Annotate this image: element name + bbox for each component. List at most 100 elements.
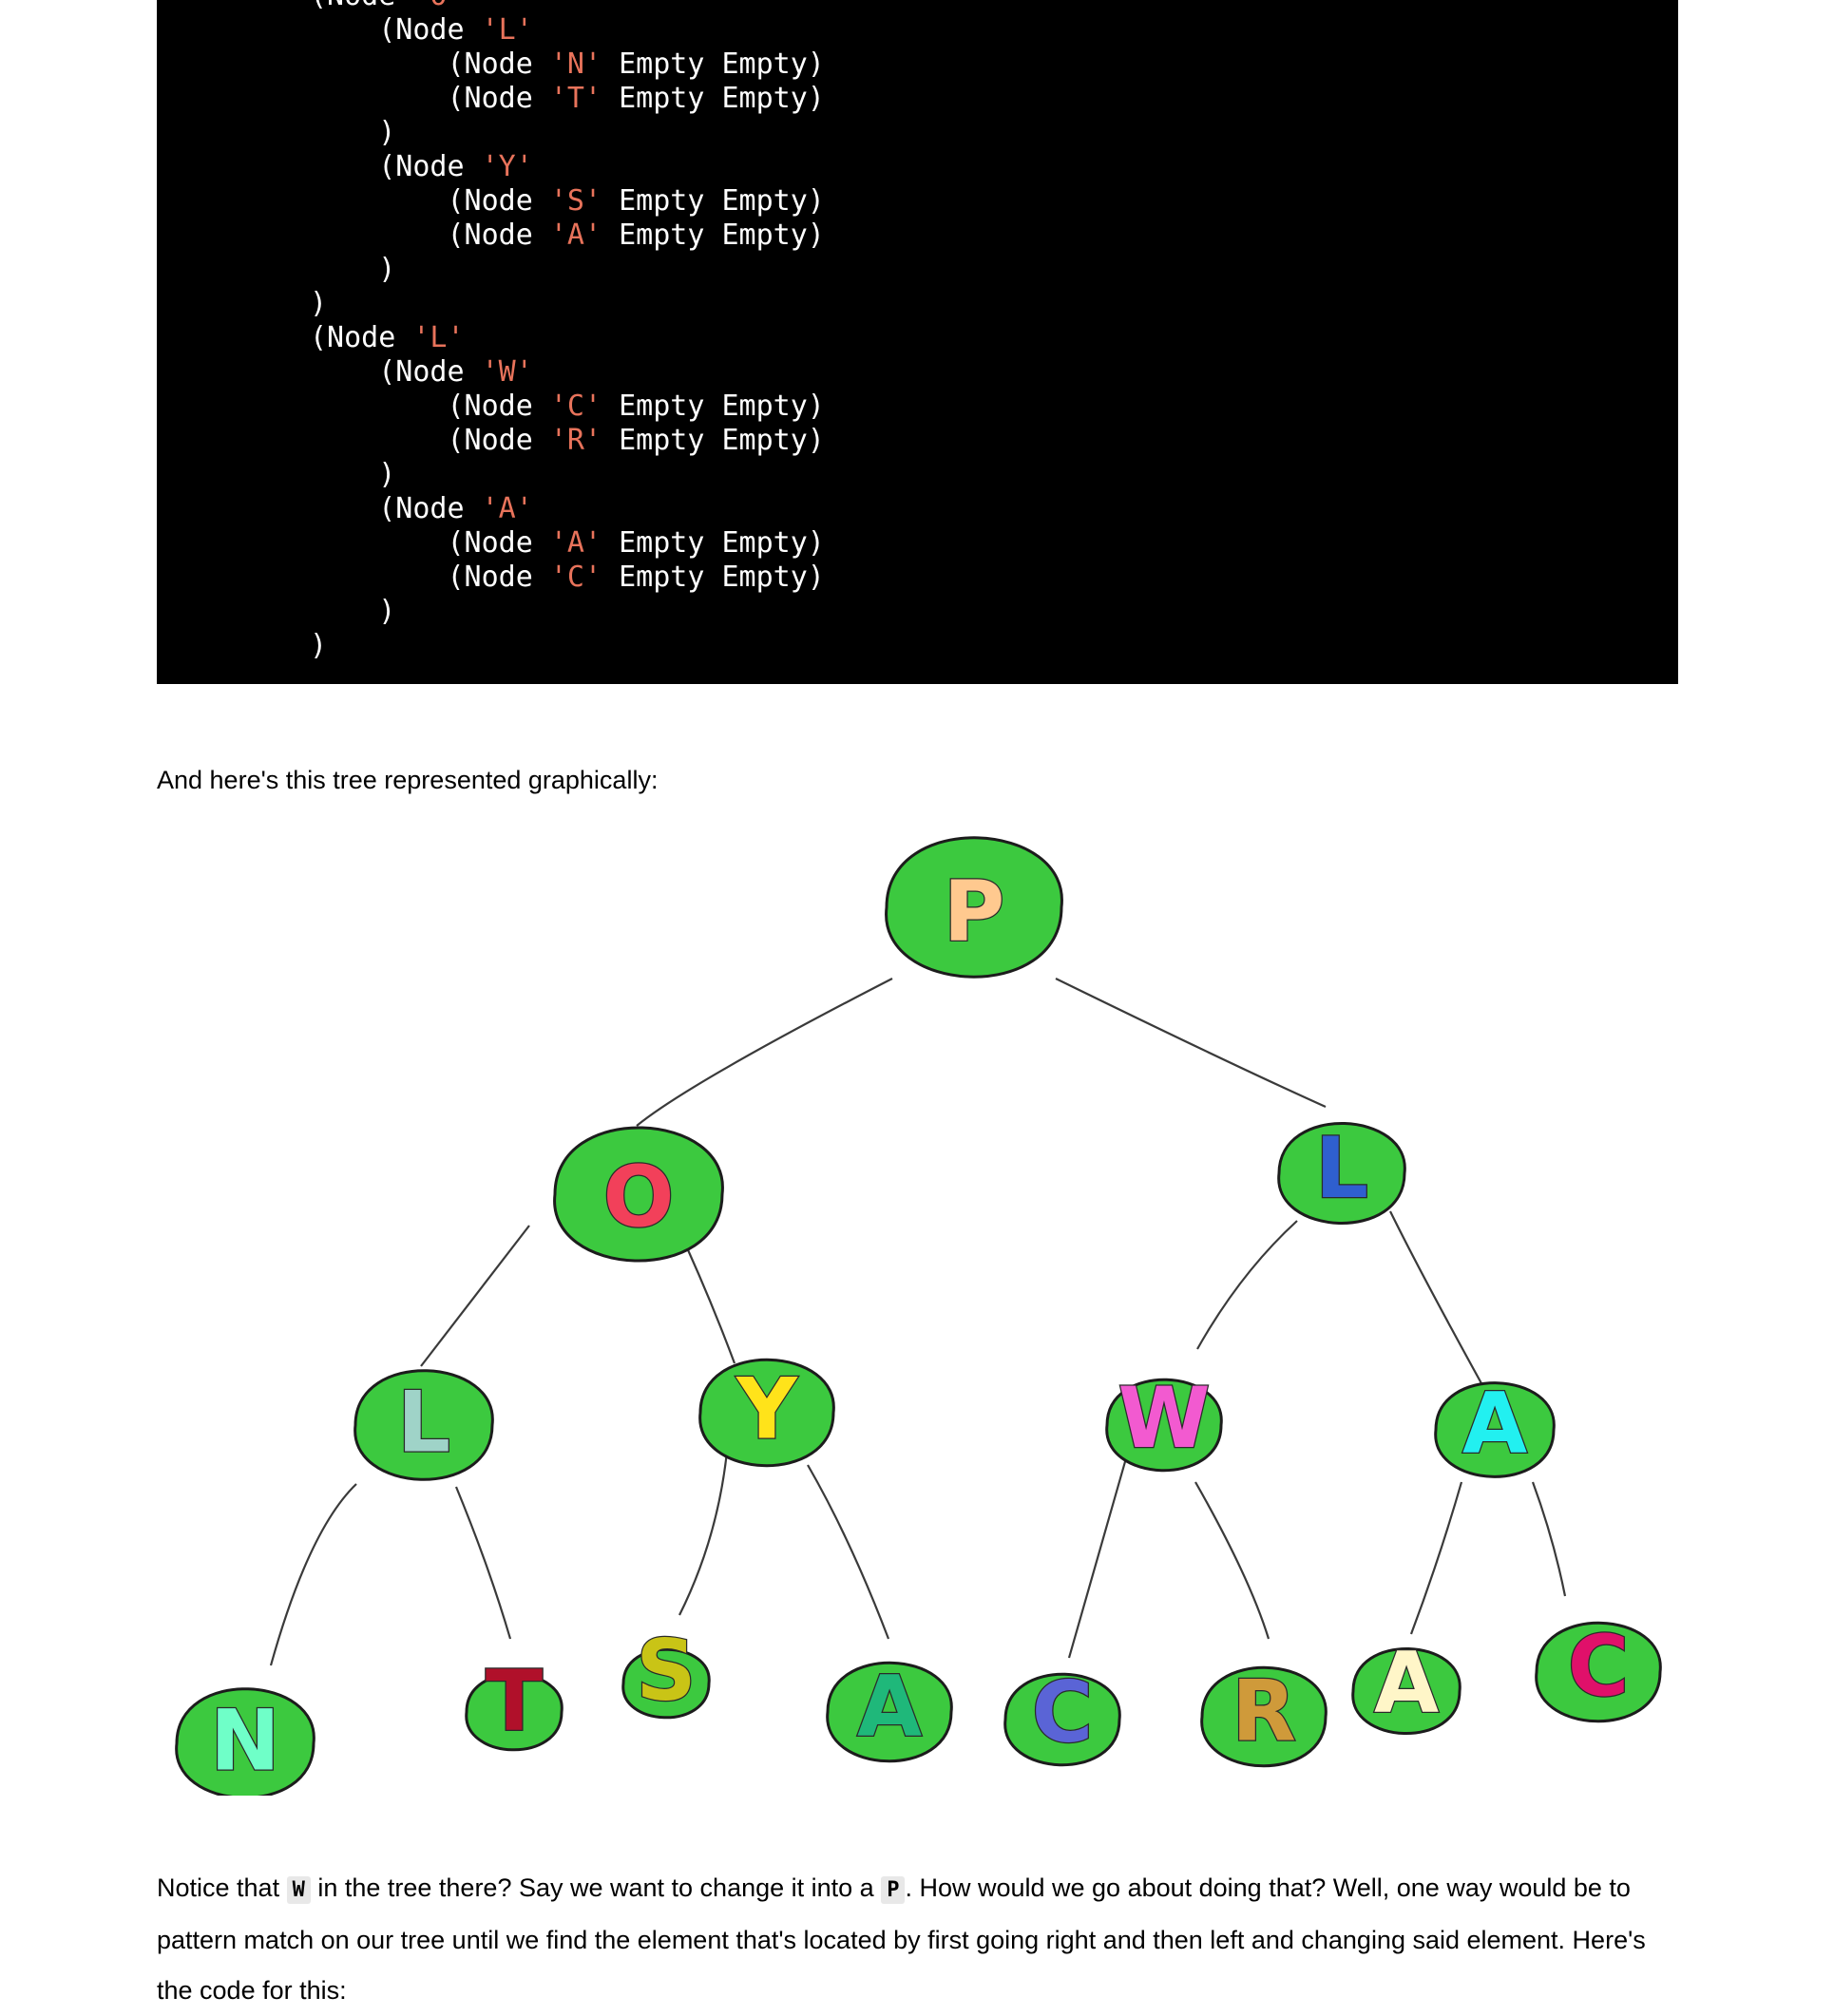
edge-l-w bbox=[1196, 1220, 1298, 1350]
code-char-literal: 'R' bbox=[549, 424, 602, 457]
code-char-literal: 'A' bbox=[481, 492, 533, 525]
node-blob bbox=[1200, 1665, 1328, 1768]
code-char-literal: 'N' bbox=[549, 48, 602, 81]
node-letter: A bbox=[857, 1658, 922, 1756]
code-line: ) bbox=[310, 629, 327, 662]
node-blob bbox=[1434, 1381, 1556, 1478]
edge-a-a3 bbox=[1409, 1481, 1463, 1635]
node-letter: L bbox=[1315, 1119, 1368, 1217]
code-token: (Node bbox=[378, 355, 482, 389]
edge-w-r bbox=[1194, 1481, 1270, 1640]
code-line: (Node 'W' bbox=[310, 355, 533, 389]
code-token: (Node bbox=[447, 424, 550, 457]
edge-a-c2 bbox=[1531, 1481, 1567, 1597]
inline-code-w: W bbox=[286, 1876, 311, 1904]
node-letter: C bbox=[1568, 1618, 1630, 1716]
node-letter: P bbox=[944, 863, 1005, 960]
code-token: ) bbox=[378, 116, 396, 149]
edge-y-s bbox=[678, 1451, 729, 1616]
code-line: (Node 'L' bbox=[310, 321, 465, 354]
code-token: ) bbox=[378, 458, 396, 491]
edge-l-a bbox=[1389, 1210, 1483, 1386]
code-line: (Node 'R' Empty Empty) bbox=[310, 424, 825, 457]
node-blob bbox=[1535, 1621, 1662, 1723]
code-char-literal: 'L' bbox=[481, 13, 533, 47]
tree-node-a3: A bbox=[1351, 1632, 1461, 1736]
tree-node-y: Y bbox=[698, 1358, 835, 1468]
code-line: ) bbox=[310, 287, 327, 320]
tree-node-c: C bbox=[1003, 1663, 1121, 1767]
node-letter: R bbox=[1232, 1663, 1296, 1760]
code-char-literal: 'W' bbox=[481, 355, 533, 389]
node-blob bbox=[1105, 1378, 1223, 1473]
code-token: ) bbox=[378, 253, 396, 286]
code-char-literal: 'C' bbox=[549, 390, 602, 423]
tree-node-root: P bbox=[885, 836, 1063, 979]
edge-y-a2 bbox=[807, 1464, 890, 1640]
node-blob bbox=[1351, 1646, 1461, 1736]
node-blob bbox=[1003, 1672, 1121, 1767]
node-letter: S bbox=[636, 1622, 696, 1720]
code-line: (Node 'C' Empty Empty) bbox=[310, 561, 825, 594]
code-token: Empty Empty) bbox=[602, 82, 825, 115]
code-line: (Node 'S' Empty Empty) bbox=[310, 184, 825, 218]
node-letter: L bbox=[397, 1373, 450, 1471]
node-blob bbox=[1277, 1122, 1406, 1225]
code-token: Empty Empty) bbox=[602, 184, 825, 218]
node-letter: N bbox=[210, 1691, 280, 1789]
node-blob bbox=[353, 1369, 494, 1481]
code-line: (Node 'A' bbox=[310, 492, 533, 525]
edge-root-o bbox=[636, 978, 893, 1127]
code-token: (Node bbox=[310, 321, 413, 354]
code-line: (Node 'C' Empty Empty) bbox=[310, 390, 825, 423]
code-block: (Node 'O' (Node 'L' (Node 'N' Empty Empt… bbox=[157, 0, 1678, 684]
code-char-literal: 'A' bbox=[549, 219, 602, 252]
tree-node-a2: A bbox=[826, 1656, 953, 1763]
node-blob bbox=[621, 1647, 711, 1720]
node-blob bbox=[465, 1672, 564, 1752]
code-char-literal: 'A' bbox=[549, 526, 602, 560]
tree-node-a: A bbox=[1434, 1373, 1556, 1478]
node-letter: O bbox=[603, 1148, 675, 1246]
node-letter: A bbox=[1462, 1375, 1527, 1473]
code-token: Empty Empty) bbox=[602, 219, 825, 252]
tree-node-l: L bbox=[1277, 1118, 1406, 1225]
code-token: (Node bbox=[447, 48, 550, 81]
code-token: (Node bbox=[447, 82, 550, 115]
tree-node-w: W bbox=[1105, 1368, 1223, 1473]
tree-node-n: N bbox=[175, 1687, 315, 1796]
code-char-literal: 'Y' bbox=[481, 150, 533, 183]
code-line: (Node 'Y' bbox=[310, 150, 533, 183]
edge-ll-t bbox=[454, 1486, 512, 1640]
code-token: Empty Empty) bbox=[602, 561, 825, 594]
body-paragraph: Notice that W in the tree there? Say we … bbox=[157, 1863, 1687, 2016]
code-line: (Node 'O' bbox=[310, 0, 465, 12]
node-blob bbox=[826, 1661, 953, 1763]
node-blob bbox=[885, 836, 1063, 979]
code-token: Empty Empty) bbox=[602, 424, 825, 457]
code-char-literal: 'S' bbox=[549, 184, 602, 218]
code-char-literal: 'O' bbox=[412, 0, 464, 12]
code-token: (Node bbox=[447, 184, 550, 218]
edge-root-l bbox=[1055, 978, 1327, 1109]
code-line: ) bbox=[310, 253, 395, 286]
tree-node-s: S bbox=[621, 1621, 711, 1721]
tree-node-c2: C bbox=[1535, 1616, 1662, 1723]
code-line: ) bbox=[310, 116, 395, 149]
code-line: (Node 'T' Empty Empty) bbox=[310, 82, 825, 115]
edge-o-ll bbox=[420, 1225, 530, 1367]
code-token: (Node bbox=[310, 0, 412, 12]
tree-node-ll: L bbox=[353, 1369, 494, 1481]
code-line: (Node 'A' Empty Empty) bbox=[310, 219, 825, 252]
code-token: ) bbox=[378, 595, 396, 628]
node-letter: C bbox=[1032, 1664, 1094, 1761]
tree-node-r: R bbox=[1200, 1661, 1328, 1768]
code-token: Empty Empty) bbox=[602, 390, 825, 423]
code-line: ) bbox=[310, 458, 395, 491]
node-letter: W bbox=[1118, 1369, 1210, 1467]
node-letter: A bbox=[1374, 1633, 1439, 1731]
edge-w-c bbox=[1067, 1457, 1128, 1659]
code-char-literal: 'L' bbox=[412, 321, 465, 354]
para-text-2: in the tree there? Say we want to change… bbox=[310, 1873, 882, 1902]
